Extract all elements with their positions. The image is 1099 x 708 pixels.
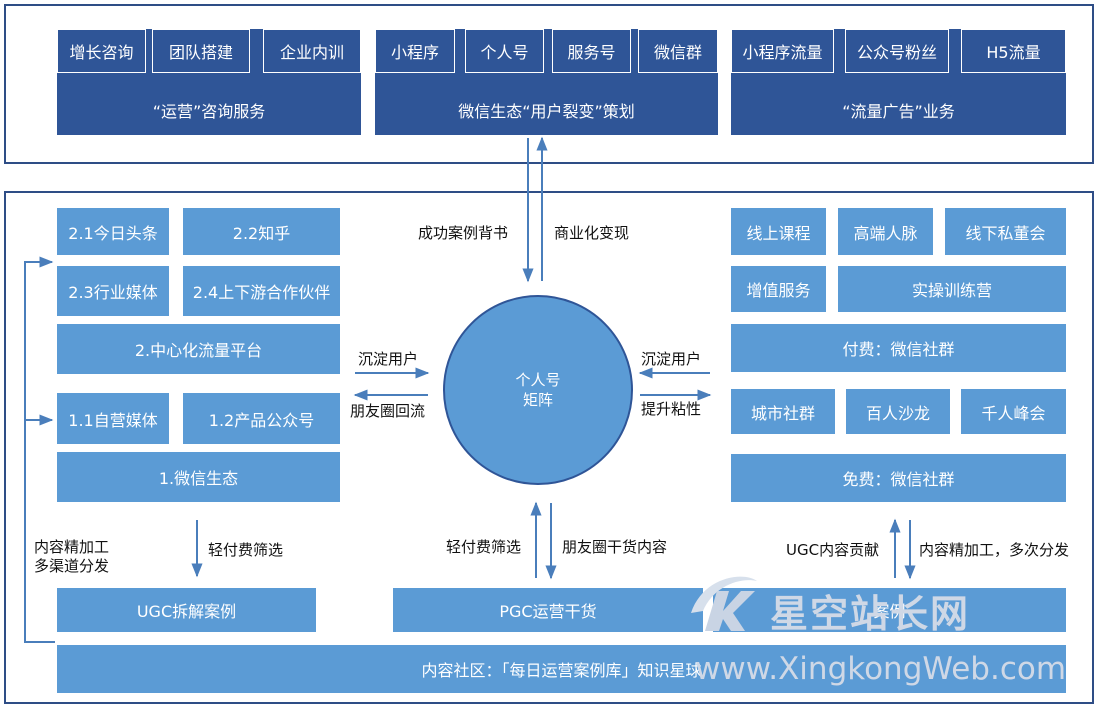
free-title: 免费：微信社群 — [731, 454, 1066, 502]
label-right-down: 内容精加工，多次分发 — [919, 541, 1070, 559]
wechat-title: 微信生态“用户裂变”策划 — [458, 102, 635, 121]
watermark-cn: 星空站长网 — [770, 592, 971, 636]
ads-item-followers: 公众号粉丝 — [845, 29, 949, 73]
platform-title: 2.中心化流量平台 — [57, 324, 340, 374]
paid-item-bootcamp: 实操训练营 — [838, 266, 1066, 312]
center-line-1: 个人号 — [515, 371, 561, 389]
wechat-item-personal: 个人号 — [465, 29, 544, 73]
platform-item-zhihu: 2.2知乎 — [183, 208, 340, 255]
top-services-frame — [4, 4, 1094, 164]
wechat-eco-title: 1.微信生态 — [57, 452, 340, 502]
label-right-out: 提升粘性 — [641, 400, 702, 418]
wechat-item-miniprogram: 小程序 — [375, 29, 455, 73]
label-right-in: 沉淀用户 — [641, 350, 702, 368]
label-loop: 内容精加工 多渠道分发 — [34, 538, 110, 575]
wechat-item-group: 微信群 — [638, 29, 718, 73]
wechat-item-service: 服务号 — [552, 29, 631, 73]
label-left-out: 朋友圈回流 — [350, 402, 426, 420]
platform-item-industry: 2.3行业媒体 — [57, 266, 169, 316]
content-community-bar: 内容社区：「每日运营案例库」知识星球 — [57, 645, 1066, 693]
ads-title: “流量广告”业务 — [842, 102, 955, 121]
paid-item-private-board: 线下私董会 — [945, 208, 1066, 255]
center-line-2: 矩阵 — [522, 391, 553, 409]
platform-item-toutiao: 2.1今日头条 — [57, 208, 169, 255]
bottom-ecosystem-frame — [4, 191, 1094, 704]
paid-title: 付费：微信社群 — [731, 324, 1066, 372]
label-center-down: 朋友圈干货内容 — [562, 538, 668, 556]
arrow-loop-to-platform — [24, 256, 55, 643]
personal-account-matrix: 个人号 矩阵 — [443, 295, 633, 485]
consulting-item-training: 企业内训 — [263, 29, 361, 73]
consulting-item-growth: 增长咨询 — [57, 29, 146, 73]
label-right-up: UGC内容贡献 — [786, 541, 880, 559]
pgc-content-bar: PGC运营干货 — [393, 588, 703, 632]
label-commercial: 商业化变现 — [554, 224, 630, 242]
third-content-bar: 案例 — [713, 588, 1066, 632]
free-item-city: 城市社群 — [731, 389, 835, 434]
wechat-eco-item-official: 1.2产品公众号 — [183, 393, 340, 444]
label-center-up: 轻付费筛选 — [446, 538, 522, 556]
label-left-in: 沉淀用户 — [358, 350, 419, 368]
label-success-cases: 成功案例背书 — [418, 224, 509, 242]
paid-item-value-added: 增值服务 — [731, 266, 826, 312]
ads-item-h5: H5流量 — [961, 29, 1066, 73]
ads-item-miniprogram: 小程序流量 — [731, 29, 834, 73]
label-left-down: 轻付费筛选 — [208, 541, 284, 559]
platform-item-partners: 2.4上下游合作伙伴 — [183, 266, 340, 316]
free-item-salon: 百人沙龙 — [846, 389, 950, 434]
consulting-title: “运营”咨询服务 — [152, 102, 266, 121]
watermark-url: www.XingkongWeb.com — [695, 651, 1067, 687]
consulting-item-team: 团队搭建 — [152, 29, 250, 73]
wechat-eco-item-media: 1.1自营媒体 — [57, 393, 169, 444]
watermark-logo — [691, 576, 757, 631]
paid-item-network: 高端人脉 — [838, 208, 933, 255]
free-item-summit: 千人峰会 — [961, 389, 1066, 434]
paid-item-online-course: 线上课程 — [731, 208, 826, 255]
ugc-cases-bar: UGC拆解案例 — [57, 588, 316, 632]
